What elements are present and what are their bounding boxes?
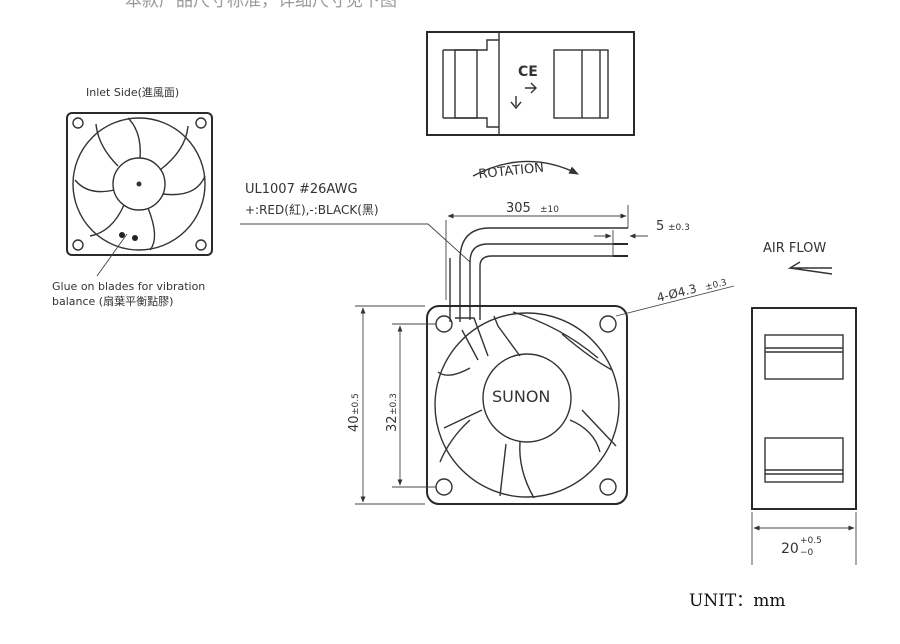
glue-note-line2: balance (扇葉平衡點膠)	[52, 294, 173, 308]
side-slot-left	[454, 49, 478, 119]
mount-hole-bl	[435, 478, 453, 496]
rotation-label: ROTATION	[478, 161, 545, 183]
mount-hole-tl	[435, 315, 453, 333]
dim-strip-length: 5 ±0.3	[594, 219, 690, 256]
mount-hole-tr	[599, 315, 617, 333]
dim-hole-pitch: 32 ±0.3	[385, 323, 436, 488]
ce-mark: CE	[518, 64, 538, 80]
wire-labels: UL1007 #26AWG +:RED(紅),-:BLACK(黑)	[240, 182, 471, 263]
brand-label: SUNON	[492, 387, 550, 406]
dim-lead-length: 305 ±10	[445, 201, 629, 300]
right-side-view	[751, 307, 857, 510]
dim-depth-value: 20	[781, 541, 799, 557]
front-frame	[426, 305, 628, 505]
dim-depth: 20 +0.5 −0	[751, 512, 857, 565]
unit-label: UNIT：mm	[689, 591, 786, 611]
wire-spec: UL1007 #26AWG	[245, 182, 358, 197]
inlet-mount-hole-br	[195, 239, 207, 251]
rotation-arrow-icon	[525, 82, 537, 94]
inlet-blades	[74, 117, 206, 251]
inlet-hub	[112, 157, 166, 211]
airflow-indicator: AIR FLOW	[763, 241, 833, 275]
dim-lead-length-value: 305	[506, 201, 531, 216]
dim-strip-length-tol: ±0.3	[668, 223, 690, 233]
inlet-mount-hole-tl	[72, 117, 84, 129]
header-text: 本款产品尺寸标准，详细尺寸见下图	[125, 0, 397, 11]
dim-holes-value: 4-Ø4.3	[655, 282, 698, 305]
inlet-frame	[66, 112, 213, 256]
rotation-arc	[472, 160, 579, 177]
inlet-side-title: Inlet Side(進風面)	[86, 86, 179, 99]
lead-wires	[449, 227, 628, 322]
strut-and-blades	[437, 311, 617, 499]
dim-strip-length-value: 5	[656, 219, 664, 234]
airflow-arrow-icon	[510, 96, 522, 110]
dim-hole-pitch-value: 32	[385, 415, 400, 432]
inlet-side-view: Inlet Side(進風面) Glue on blades for vibra…	[52, 86, 213, 308]
dim-frame-size-tol: ±0.5	[351, 393, 361, 415]
front-view: SUNON	[426, 305, 628, 505]
side-slot-right	[553, 49, 609, 119]
dim-frame-size: 40 ±0.5	[347, 305, 425, 505]
wire-colors: +:RED(紅),-:BLACK(黑)	[245, 203, 379, 217]
right-slot-top	[764, 334, 844, 380]
right-slot-bottom	[764, 437, 844, 483]
inlet-mount-hole-tr	[195, 117, 207, 129]
airflow-arrow	[787, 261, 833, 275]
glue-note-line1: Glue on blades for vibration	[52, 280, 205, 293]
right-body	[751, 307, 857, 510]
dim-holes: 4-Ø4.3 ±0.3	[615, 278, 735, 317]
dim-hole-pitch-tol: ±0.3	[389, 393, 399, 415]
top-side-view: CE ROTATION	[426, 31, 635, 183]
inlet-glue-dot-1	[119, 232, 125, 238]
inlet-hub-center	[136, 181, 142, 187]
airflow-label: AIR FLOW	[763, 241, 826, 256]
dim-lead-length-tol: ±10	[540, 205, 559, 215]
front-venturi	[434, 312, 620, 498]
dim-depth-tol-minus: −0	[800, 548, 814, 558]
front-hub	[482, 353, 572, 443]
inlet-glue-dot-2	[132, 235, 138, 241]
mount-hole-br	[599, 478, 617, 496]
side-body	[426, 31, 635, 136]
dim-frame-size-value: 40	[347, 415, 362, 432]
dim-depth-tol-plus: +0.5	[800, 536, 822, 546]
inlet-mount-hole-bl	[72, 239, 84, 251]
inlet-venturi	[72, 117, 206, 251]
